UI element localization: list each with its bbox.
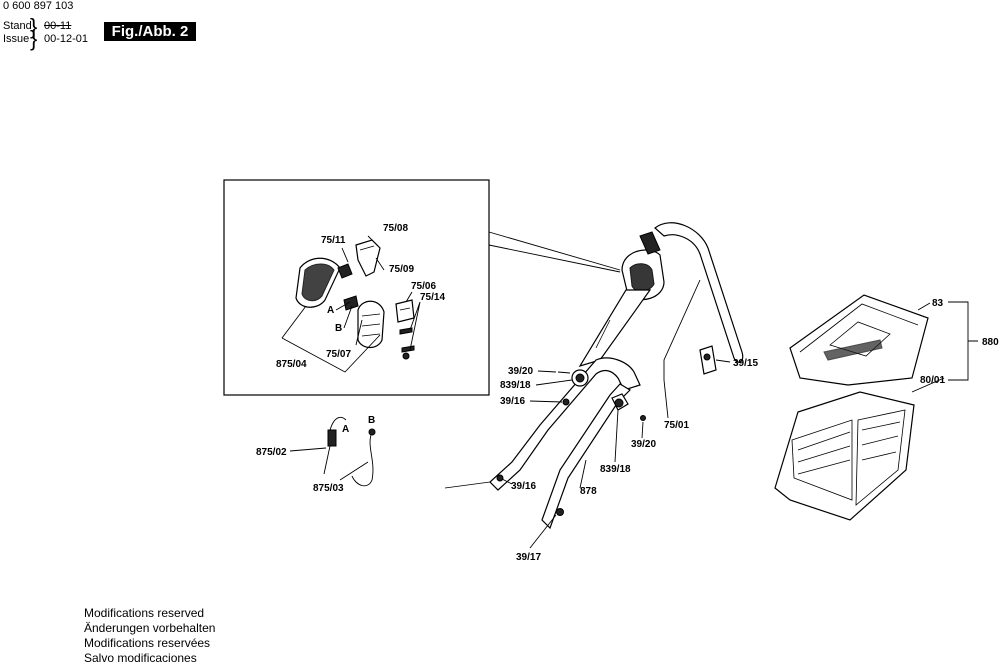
- leader-7511: [341, 247, 349, 263]
- label-878: 878: [580, 486, 597, 497]
- leader-A: [335, 301, 351, 311]
- grass-box-container-part: [774, 391, 915, 521]
- label-7511: 75/11: [321, 235, 346, 246]
- cable-clip-39-15-part: [699, 345, 717, 375]
- label-87503: 875/03: [313, 483, 344, 494]
- contact-block-part: [343, 295, 359, 311]
- brace-lower: }: [30, 26, 38, 51]
- bracket-880: [948, 301, 978, 381]
- note-french: Modifications reservées: [84, 636, 211, 650]
- modification-notes: Modifications reserved Änderungen vorbeh…: [84, 606, 215, 666]
- label-87502: 875/02: [256, 447, 287, 458]
- label-3920-lower: 39/20: [631, 439, 656, 450]
- label-A-inset: A: [327, 305, 334, 316]
- leader-7501: [663, 379, 669, 419]
- leader-7506: [405, 291, 413, 303]
- note-english: Modifications reserved: [84, 606, 205, 620]
- label-7506: 75/06: [411, 281, 436, 292]
- issue-value: 00-12-01: [44, 33, 89, 45]
- label-B-inset: B: [335, 323, 342, 334]
- label-3917: 39/17: [516, 552, 541, 563]
- leader-3915: [715, 359, 731, 363]
- leader-3920b: [641, 421, 644, 439]
- label-880: 880: [982, 337, 999, 348]
- label-87504: 875/04: [276, 359, 307, 370]
- leader-87503: [339, 461, 369, 481]
- leader-3916a: [529, 400, 563, 403]
- small-fasteners-part: [496, 371, 646, 516]
- issue-label: Issue: [3, 33, 30, 45]
- label-7514: 75/14: [420, 292, 445, 303]
- cable-75-01-part: [663, 279, 701, 380]
- stand-label: Stand: [3, 20, 32, 32]
- leader-7508: [367, 235, 379, 247]
- note-german: Änderungen vorbehalten: [84, 621, 216, 635]
- leader-87502: [289, 447, 327, 452]
- leader-83: [917, 302, 931, 311]
- label-3920-upper: 39/20: [508, 366, 533, 377]
- leader-3916b: [501, 478, 513, 485]
- leader-7509: [375, 257, 385, 271]
- label-7507: 75/07: [326, 349, 351, 360]
- label-7501: 75/01: [664, 420, 689, 431]
- label-3916-upper: 39/16: [500, 396, 525, 407]
- terminal-plate-part: [395, 299, 415, 323]
- leader-878: [579, 459, 587, 489]
- label-3915: 39/15: [733, 358, 758, 369]
- detail-inset-box: [223, 179, 490, 396]
- label-B-cable: B: [368, 415, 375, 426]
- switch-clip-part: [337, 263, 353, 279]
- label-7509: 75/09: [389, 264, 414, 275]
- inset-callout-line-upper: [488, 231, 621, 271]
- label-83: 83: [932, 298, 944, 309]
- grass-box-cover-part: [789, 294, 929, 386]
- leader-7514: [409, 301, 421, 351]
- lower-handle-part: [444, 357, 641, 530]
- cable-875-03-part: [351, 428, 376, 487]
- label-A-cable: A: [342, 424, 349, 435]
- stand-value: 00-11: [44, 20, 72, 32]
- handle-knob-lower-part: [611, 393, 629, 411]
- upper-handle-part: [578, 222, 744, 368]
- figure-label: Fig./Abb. 2: [104, 22, 196, 41]
- handle-knob-upper-part: [571, 369, 589, 387]
- leader-3917: [529, 514, 557, 549]
- leader-87504: [281, 305, 381, 373]
- screws-part: [399, 327, 415, 360]
- inset-callout-line-lower: [488, 244, 621, 273]
- label-83918-upper: 839/18: [500, 380, 531, 391]
- note-spanish: Salvo modificaciones: [84, 651, 197, 665]
- cable-875-02-part: [323, 417, 347, 475]
- leader-83918b: [614, 409, 619, 463]
- switch-cover-part: [357, 300, 385, 349]
- label-7508: 75/08: [383, 223, 408, 234]
- document-number: 0 600 897 103: [3, 0, 74, 12]
- label-83918-lower: 839/18: [600, 464, 631, 475]
- switch-housing-part: [295, 257, 341, 308]
- label-8001: 80/01: [920, 375, 945, 386]
- leader-3920a: [537, 370, 557, 373]
- leader-7507: [355, 319, 363, 346]
- leader-B: [343, 305, 353, 329]
- leader-83918a: [535, 379, 573, 386]
- leader-8001: [911, 377, 945, 393]
- label-3916-lower: 39/16: [511, 481, 536, 492]
- brace-upper: }: [30, 14, 38, 39]
